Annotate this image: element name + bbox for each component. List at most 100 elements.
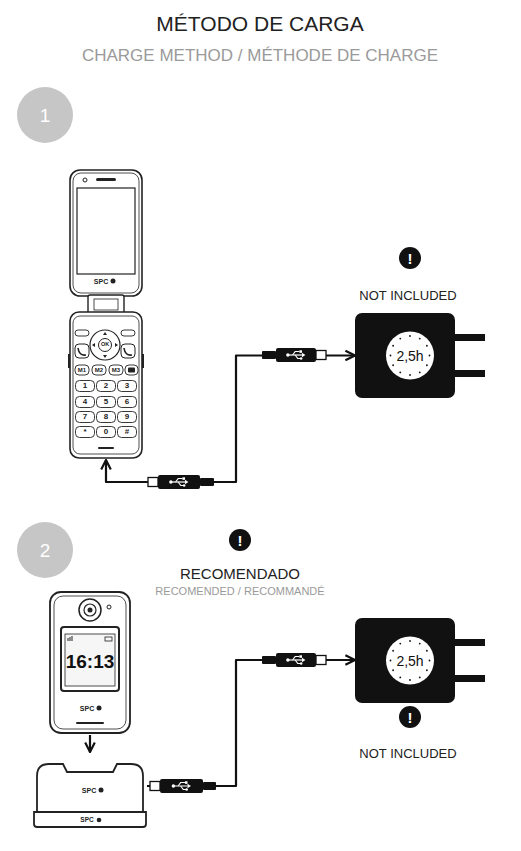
plug-tip (150, 782, 160, 791)
keypad-key (97, 412, 116, 423)
earpiece (96, 178, 116, 181)
key-label: M3 (112, 367, 120, 373)
clock-tick (426, 364, 428, 366)
bottom-slot (76, 722, 104, 724)
clock-tick (419, 371, 421, 373)
call-key (75, 344, 89, 358)
outer-screen (65, 634, 115, 686)
cable-connector (106, 356, 355, 483)
charger-prong (453, 639, 485, 646)
clock-display: 16:13 (66, 652, 115, 671)
hinge (88, 295, 124, 314)
outer-screen-frame (61, 627, 119, 691)
nav-arrow (92, 332, 118, 358)
keypad-key (76, 412, 95, 423)
side-button (68, 354, 70, 368)
nav-ring (90, 330, 120, 360)
charger-body (355, 618, 455, 703)
step-number: 2 (40, 541, 51, 560)
dock-base (34, 812, 146, 827)
strain-relief (200, 478, 214, 486)
cable-connector (89, 735, 91, 752)
clock-tick (399, 371, 401, 373)
keypad-key (118, 397, 137, 408)
warning-icon: ! (399, 706, 421, 728)
clock-tick (429, 355, 431, 357)
camera-key (125, 365, 138, 375)
phone-shell (50, 592, 130, 733)
phone-bezel (54, 596, 126, 729)
note: NOT INCLUDED (359, 747, 456, 760)
camera-icon (128, 368, 135, 373)
clock-tick (419, 338, 421, 340)
keypad-area (73, 316, 139, 454)
logo-mark (97, 818, 102, 823)
cable-connector (147, 660, 355, 786)
charging-dock: SPCSPC (33, 752, 147, 828)
charge-time: 2,5h (396, 349, 423, 363)
camera-dot (88, 608, 93, 613)
front-camera (83, 178, 87, 182)
clock-tick (392, 345, 394, 347)
clock-tick (390, 355, 392, 357)
clock-tick (426, 345, 428, 347)
memory-key (92, 365, 106, 375)
clock-tick (426, 669, 428, 671)
key-label: 6 (125, 398, 129, 406)
display (77, 188, 135, 274)
soft-key (121, 330, 135, 336)
key-label: # (125, 428, 129, 436)
memory-key (75, 365, 89, 375)
battery-icon (105, 637, 112, 641)
step-number: 1 (40, 106, 51, 125)
recommendation: RECOMENDADO (180, 566, 300, 581)
phone-bezel (73, 173, 139, 293)
key-label: OK (101, 342, 109, 348)
flash (107, 605, 111, 609)
flip-phone-closed: 16:13SPC (48, 590, 132, 735)
key-label: 2 (104, 382, 108, 390)
clock-tick (409, 679, 411, 681)
usb-symbol (169, 477, 188, 486)
logo-mark (111, 279, 116, 284)
warning-mark: ! (408, 251, 413, 266)
subtitle: CHARGE METHOD / MÉTHODE DE CHARGE (82, 47, 438, 64)
note: NOT INCLUDED (359, 289, 456, 302)
call-icon (78, 348, 86, 355)
clock-tick (419, 676, 421, 678)
keypad-key (97, 397, 116, 408)
keypad-key (118, 381, 137, 392)
key-label: * (83, 428, 86, 436)
strain-relief (262, 351, 276, 359)
plug-body (158, 475, 200, 489)
keypad-key (97, 427, 116, 438)
camera-ring (79, 599, 101, 621)
charger-prong (453, 370, 485, 377)
plug-tip (316, 656, 326, 665)
charge-time: 2,5h (396, 654, 423, 668)
clock-tick (426, 650, 428, 652)
key-label: 9 (125, 413, 129, 421)
warning-icon: ! (229, 529, 251, 551)
warning-icon: ! (399, 247, 421, 269)
ok-key (99, 339, 112, 352)
usb-symbol (172, 781, 191, 790)
end-icon (124, 348, 132, 355)
key-label: 1 (83, 382, 87, 390)
usb-symbol (286, 350, 305, 359)
keypad-key (97, 381, 116, 392)
charger-body (355, 313, 455, 398)
step-circle: 1 (17, 87, 73, 143)
brand-logo: SPC (82, 787, 96, 794)
key-label: 4 (83, 398, 87, 406)
clock-tick (399, 676, 401, 678)
memory-key (109, 365, 123, 375)
clock-tick (392, 669, 394, 671)
recommendation-translation: RECOMENDED / RECOMMANDÉ (155, 586, 324, 597)
key-label: 0 (104, 428, 108, 436)
clock-face (386, 637, 434, 685)
charger-prong (453, 675, 485, 682)
clock-tick (419, 643, 421, 645)
title: MÉTODO DE CARGA (156, 13, 363, 34)
plug-layer (148, 334, 485, 793)
